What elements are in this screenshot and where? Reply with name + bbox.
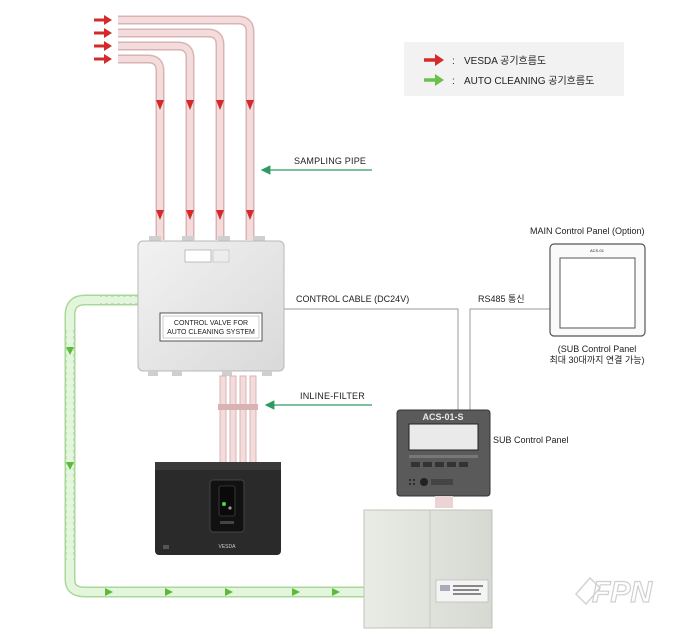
legend-cleaning-label: AUTO CLEANING 공기흐름도 (464, 75, 594, 87)
legend: : VESDA 공기흐름도 : AUTO CLEANING 공기흐름도 (404, 42, 624, 96)
legend-cleaning-arrow-icon (424, 74, 444, 86)
inline-filter-label: INLINE-FILTER (300, 391, 365, 401)
control-wires (284, 308, 552, 410)
valve-box-label-line1: CONTROL VALVE FOR (174, 320, 248, 327)
control-cable-label: CONTROL CABLE (DC24V) (296, 294, 409, 304)
cleaning-cabinet (363, 496, 493, 629)
sub-panel-speaker-icon (409, 479, 415, 485)
legend-vesda-arrow-icon (424, 54, 444, 66)
sub-panel-buttons (411, 462, 468, 467)
detector-brand: VESDA (219, 544, 237, 550)
main-panel-model: ACS-01 (590, 248, 605, 253)
cleaning-flow-arrows (66, 347, 340, 596)
vesda-inlet-arrows (94, 15, 112, 64)
fpn-watermark: FPN (574, 575, 654, 610)
vesda-flow-arrows (156, 100, 254, 220)
sub-panel-note-line2: 최대 30대까지 연결 가능) (549, 355, 644, 365)
sub-panel-label: SUB Control Panel (493, 435, 569, 445)
sampling-pipes (118, 15, 255, 240)
inline-filter-callout: INLINE-FILTER (264, 391, 372, 410)
watermark-text: FPN (592, 576, 653, 609)
sub-panel-model: ACS-01-S (422, 412, 463, 422)
rs485-label: RS485 통신 (478, 294, 525, 304)
main-control-panel: MAIN Control Panel (Option) ACS-01 (SUB … (530, 226, 646, 365)
legend-separator: : (452, 56, 455, 67)
valve-box-label-line2: AUTO CLEANING SYSTEM (167, 329, 255, 336)
sampling-pipe-label: SAMPLING PIPE (294, 156, 366, 166)
inline-filter-pipes (218, 375, 258, 465)
cleaning-pipe (64, 294, 370, 598)
sub-panel-note-line1: (SUB Control Panel (558, 344, 637, 354)
sampling-pipe-callout: SAMPLING PIPE (260, 156, 372, 175)
sub-control-panel: ACS-01-S SUB Control Panel (396, 409, 569, 497)
legend-separator: : (452, 76, 455, 87)
legend-vesda-label: VESDA 공기흐름도 (464, 55, 546, 67)
vesda-detector: VESDA (155, 462, 281, 555)
control-valve-box: CONTROL VALVE FOR AUTO CLEANING SYSTEM (137, 236, 285, 376)
main-panel-label: MAIN Control Panel (Option) (530, 226, 645, 236)
